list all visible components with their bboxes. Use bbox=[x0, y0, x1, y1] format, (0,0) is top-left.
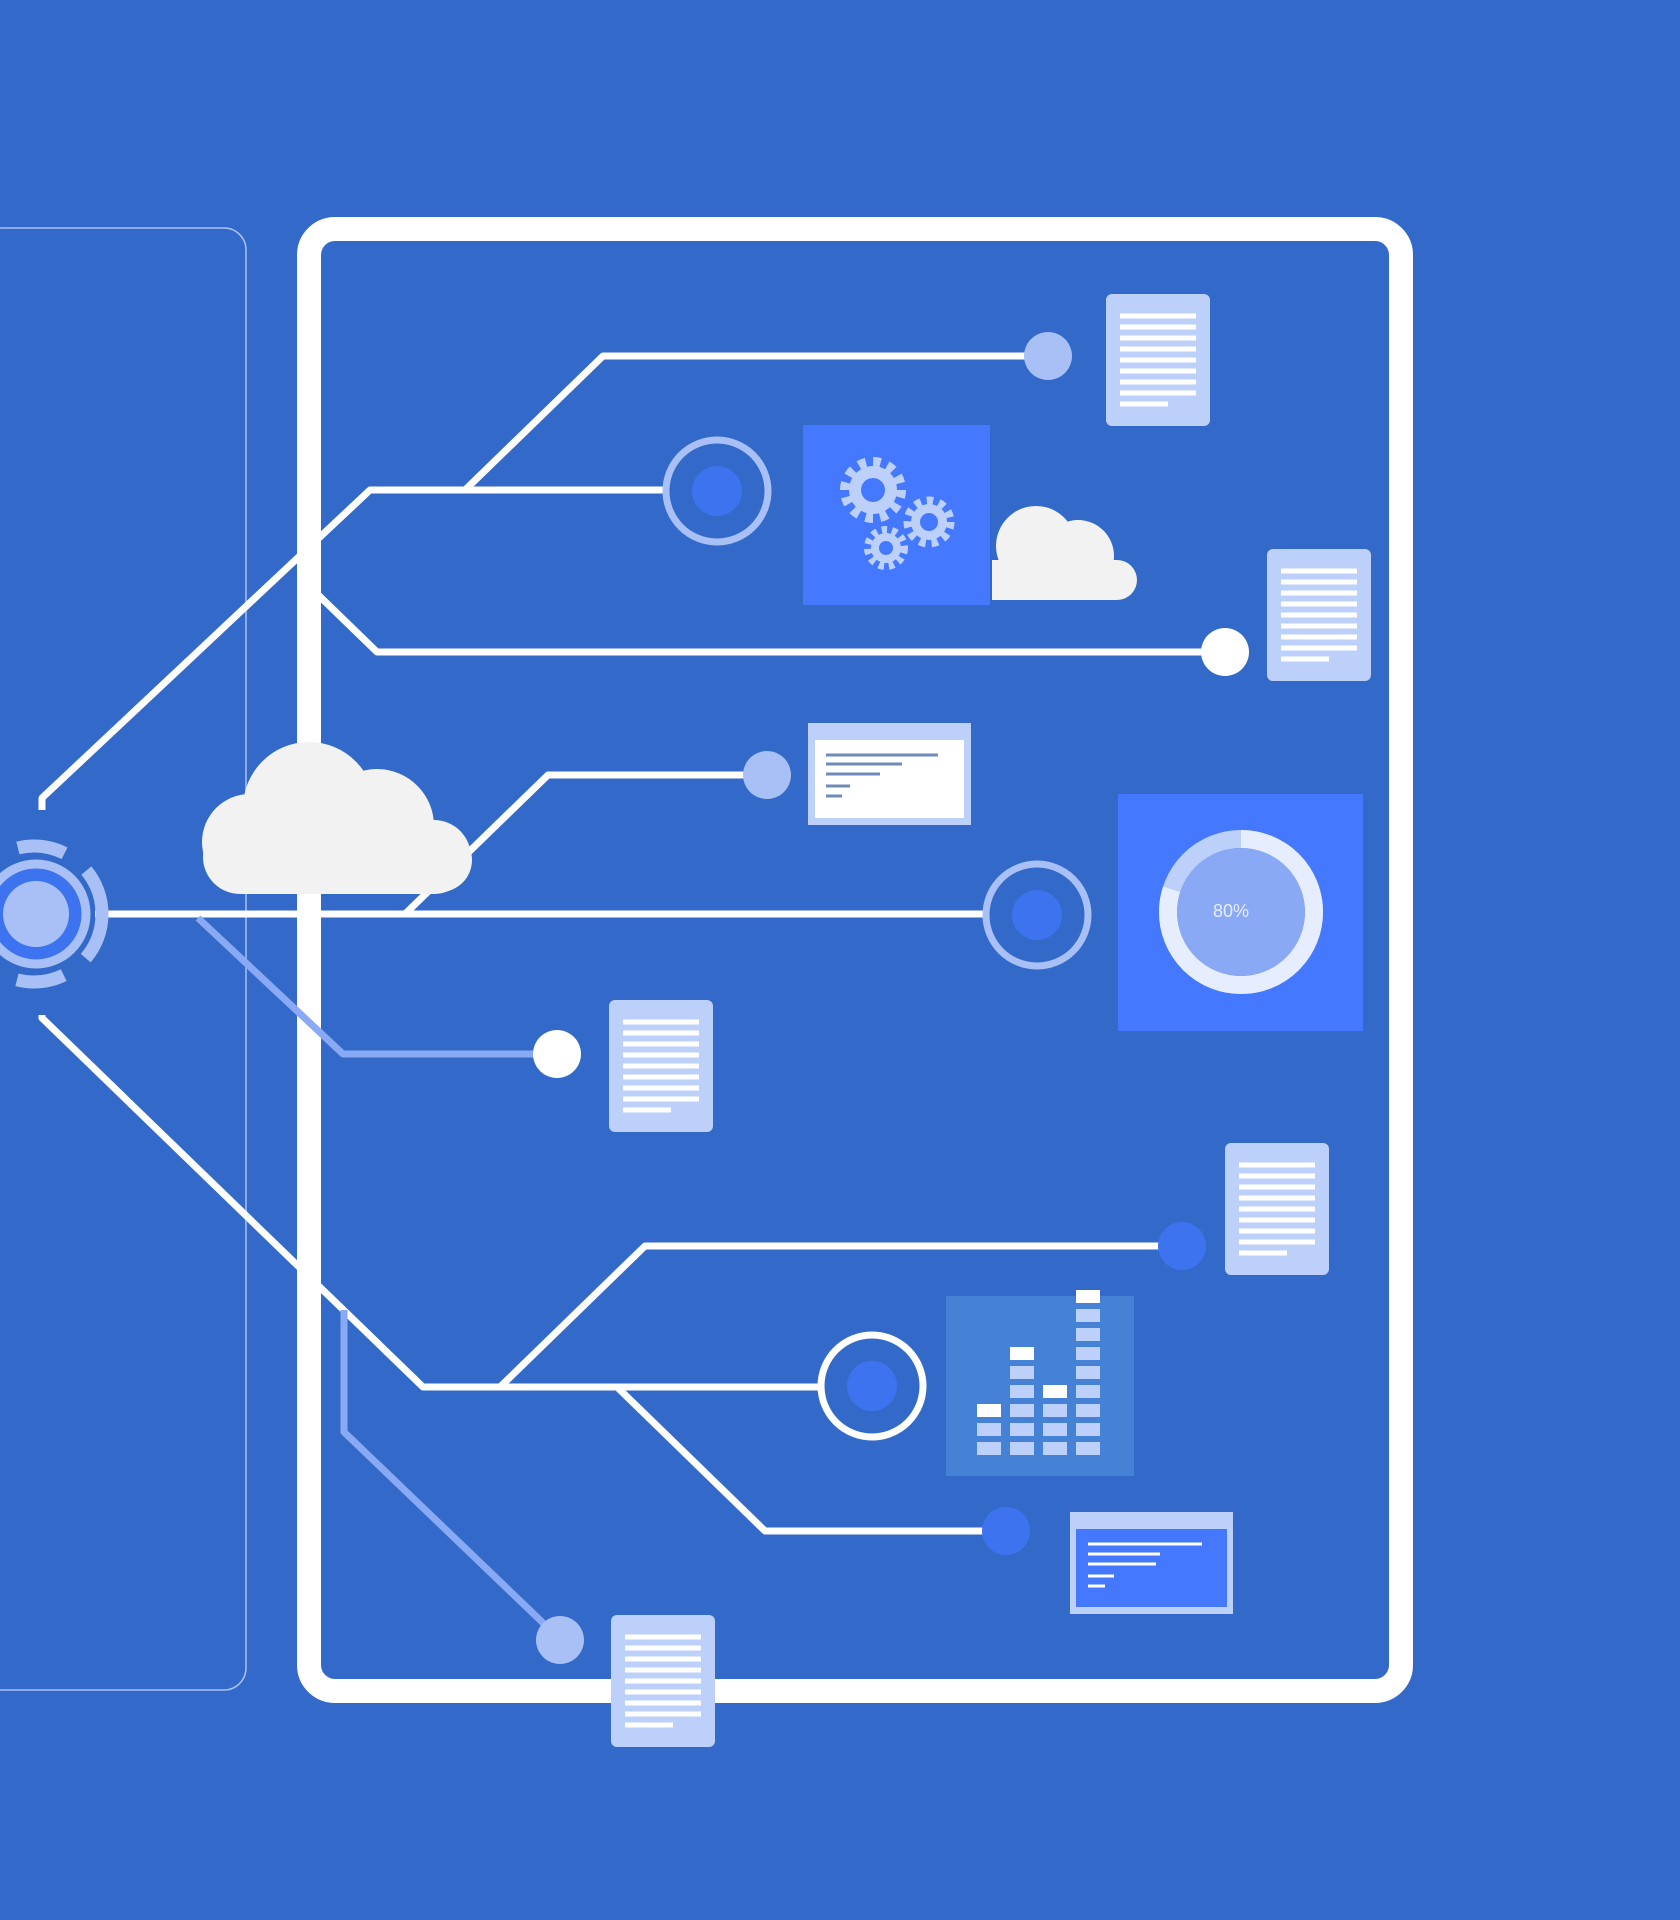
bar-segment bbox=[1010, 1423, 1034, 1436]
device-frame bbox=[297, 217, 1413, 1703]
donut-label: 80% bbox=[1213, 901, 1249, 921]
bar-segment bbox=[1043, 1404, 1067, 1417]
gear-icon bbox=[840, 457, 906, 523]
endpoint-dot bbox=[1024, 332, 1072, 380]
document-icon bbox=[609, 1000, 713, 1132]
endpoint-dot bbox=[982, 1507, 1030, 1555]
bar-segment bbox=[1043, 1442, 1067, 1455]
bar-segment bbox=[1076, 1290, 1100, 1303]
bar-segment bbox=[1076, 1442, 1100, 1455]
endpoint-dot bbox=[533, 1030, 581, 1078]
bar-segment bbox=[977, 1423, 1001, 1436]
bar-segment bbox=[1010, 1404, 1034, 1417]
bar-segment bbox=[977, 1404, 1001, 1417]
gear-icon bbox=[903, 496, 955, 548]
endpoint-dot bbox=[1201, 628, 1249, 676]
bar-chart-panel bbox=[946, 1290, 1134, 1476]
bar-segment bbox=[1043, 1423, 1067, 1436]
bar-segment bbox=[1076, 1423, 1100, 1436]
cloud-icon bbox=[202, 742, 472, 894]
bar-segment bbox=[1076, 1328, 1100, 1341]
bar-segment bbox=[1010, 1385, 1034, 1398]
settings-panel bbox=[803, 425, 990, 605]
ring-node bbox=[982, 860, 1092, 970]
donut-chart-icon: 80% bbox=[1159, 830, 1323, 994]
network-hub-icon bbox=[0, 839, 109, 989]
bar-segment bbox=[1076, 1366, 1100, 1379]
endpoint-dot bbox=[743, 751, 791, 799]
bar-segment bbox=[1076, 1385, 1100, 1398]
bar-segment bbox=[1010, 1366, 1034, 1379]
connection-lines bbox=[38, 352, 1225, 1535]
donut-chart-panel: 80% bbox=[1118, 794, 1363, 1031]
bar-segment bbox=[1076, 1309, 1100, 1322]
ring-node bbox=[662, 436, 772, 546]
document-icon bbox=[1106, 294, 1210, 426]
document-icon bbox=[611, 1615, 715, 1747]
ring-node bbox=[817, 1331, 927, 1441]
browser-window-icon bbox=[808, 723, 971, 825]
bar-segment bbox=[1043, 1385, 1067, 1398]
bar-segment bbox=[1010, 1347, 1034, 1360]
document-icon bbox=[1267, 549, 1371, 681]
bar-segment bbox=[1076, 1347, 1100, 1360]
bar-segment bbox=[977, 1442, 1001, 1455]
gear-icon bbox=[864, 526, 908, 570]
connection-lines-secondary bbox=[195, 915, 563, 1643]
bar-segment bbox=[1010, 1442, 1034, 1455]
cloud-icon bbox=[992, 506, 1137, 600]
document-icon bbox=[1225, 1143, 1329, 1275]
bar-segment bbox=[1076, 1404, 1100, 1417]
browser-window-icon bbox=[1070, 1512, 1233, 1614]
endpoint-dot bbox=[536, 1616, 584, 1664]
bar-chart-icon bbox=[977, 1290, 1100, 1455]
endpoint-dot bbox=[1158, 1222, 1206, 1270]
